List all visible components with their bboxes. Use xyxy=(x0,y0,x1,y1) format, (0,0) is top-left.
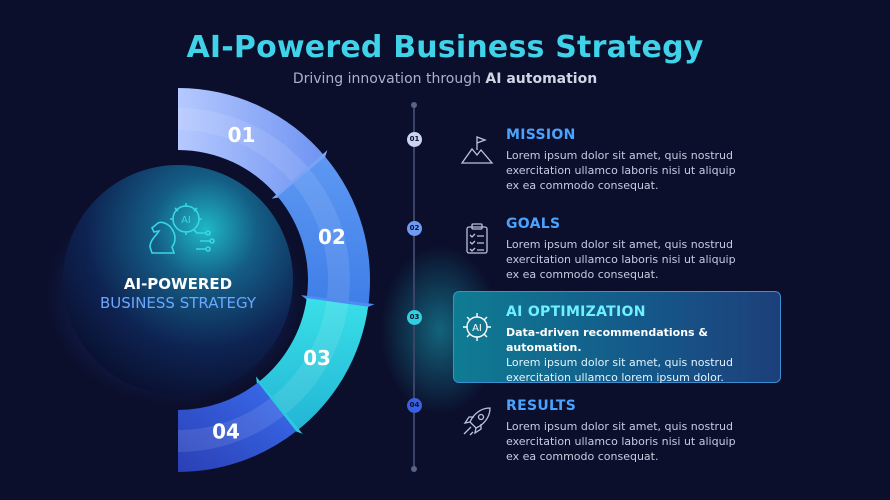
page-subtitle: Driving innovation through AI automation xyxy=(0,71,890,87)
timeline-start xyxy=(411,102,417,108)
center-line1: AI-POWERED xyxy=(124,275,232,293)
segment-band xyxy=(178,398,284,452)
segment-band xyxy=(270,300,349,416)
item-text-line: exercitation ullamco laboris nisi ut ali… xyxy=(506,253,736,266)
chess-knight-ai-gear-icon: AI xyxy=(149,203,215,254)
center-orb xyxy=(63,165,293,395)
timeline-node: 04 xyxy=(407,398,422,413)
segment-number: 02 xyxy=(318,225,346,249)
segment-band xyxy=(292,169,350,304)
item-text-line: exercitation ullamco laboris nisi ut ali… xyxy=(506,164,736,177)
timeline-node: 02 xyxy=(407,221,422,236)
subtitle-prefix: Driving innovation through xyxy=(292,71,486,87)
segment-labels: 01 02 03 04 xyxy=(212,123,346,443)
segment-band xyxy=(178,108,310,184)
svg-text:AI: AI xyxy=(181,215,191,226)
subtitle-bold: AI automation xyxy=(485,71,598,87)
segment-01 xyxy=(178,88,326,197)
segment-ring xyxy=(178,88,375,472)
segment-number: 03 xyxy=(303,346,331,370)
item-text-line: ex ea commodo consequat. xyxy=(506,268,659,281)
item-heading: MISSION xyxy=(506,127,576,143)
segment-03 xyxy=(258,298,369,432)
timeline-node: 03 xyxy=(407,310,422,325)
segment-04 xyxy=(178,382,297,472)
segment-number: 01 xyxy=(228,123,256,147)
item-text-line: ex ea commodo consequat. xyxy=(506,179,659,192)
segment-02 xyxy=(277,156,371,307)
clipboard-checklist-icon xyxy=(466,223,488,254)
item-text-line: exercitation ullamco laboris nisi ut ali… xyxy=(506,435,736,448)
center-line2: BUSINESS STRATEGY xyxy=(100,294,257,312)
page-title: AI-Powered Business Strategy xyxy=(186,30,704,65)
item-text-line: Lorem ipsum dolor sit amet, quis nostrud xyxy=(506,356,733,369)
item-heading: RESULTS xyxy=(506,398,577,414)
rocket-icon xyxy=(463,407,491,436)
item-text-line: exercitation ullamco lorem ipsum dolor. xyxy=(506,371,724,384)
item-text-line: Lorem ipsum dolor sit amet, quis nostrud xyxy=(506,149,733,162)
timeline-line xyxy=(413,105,415,470)
svg-text:AI: AI xyxy=(472,323,482,334)
ai-gear-icon: AI xyxy=(463,313,491,341)
item-lead: Data-driven recommendations & automation… xyxy=(506,326,709,354)
timeline-end xyxy=(411,466,417,472)
segment-number: 04 xyxy=(212,419,240,443)
timeline-node: 01 xyxy=(407,132,422,147)
item-text-line: Lorem ipsum dolor sit amet, quis nostrud xyxy=(506,238,733,251)
item-heading: AI OPTIMIZATION xyxy=(506,304,646,320)
highlight-card xyxy=(453,291,781,383)
item-heading: GOALS xyxy=(506,216,561,232)
item-text-line: ex ea commodo consequat. xyxy=(506,450,659,463)
mountain-flag-icon xyxy=(460,136,494,164)
item-text-line: Lorem ipsum dolor sit amet, quis nostrud xyxy=(506,420,733,433)
